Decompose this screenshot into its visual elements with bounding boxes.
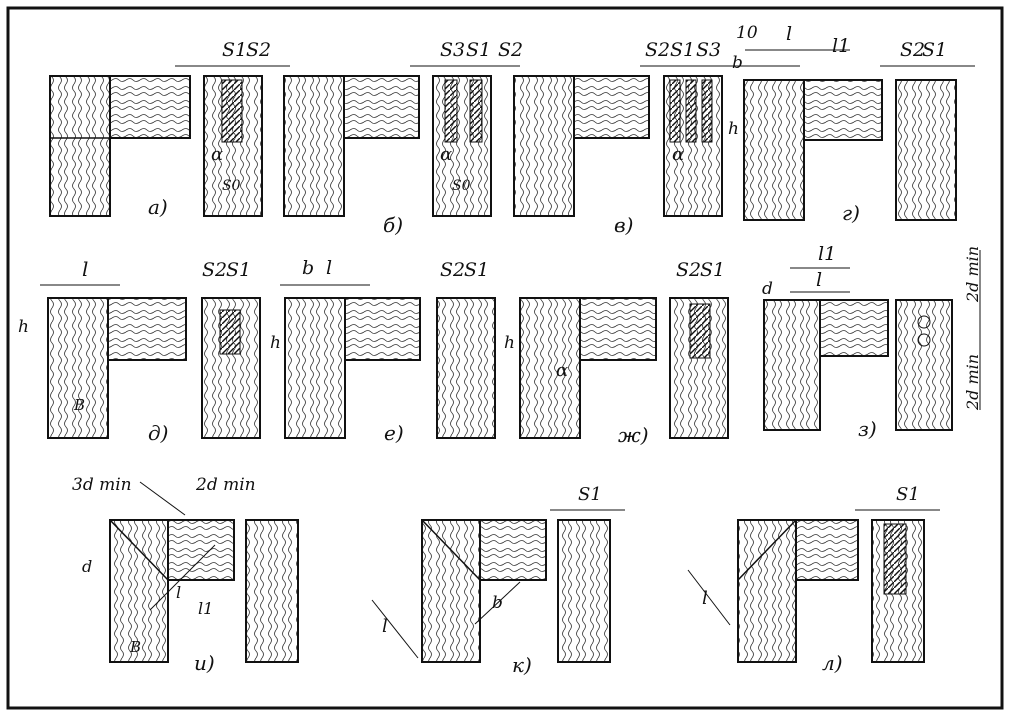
dim-label: 2d min — [963, 354, 982, 411]
dim-label: l — [382, 616, 388, 637]
panel-caption: а) — [148, 195, 168, 219]
panel-caption: к) — [512, 653, 532, 677]
dim-label: S1 — [700, 259, 725, 281]
angle-label: α — [672, 144, 684, 165]
dim-label: l1 — [818, 243, 836, 265]
dim-label: d — [82, 557, 92, 576]
panel-k: S1 l b к) — [371, 484, 625, 677]
dim-label: S2 — [440, 259, 465, 281]
dim-label: d — [762, 279, 773, 299]
dim-label: h — [18, 317, 29, 337]
panel-d: l h S2 S1 B д) — [18, 257, 261, 445]
dim-label: S2 — [498, 39, 523, 61]
panel-caption: л) — [822, 651, 843, 675]
dim-label: S1 — [922, 39, 947, 61]
dim-label: b — [732, 53, 743, 73]
dim-label: S2 — [676, 259, 701, 281]
dim-label: 10 — [736, 23, 758, 43]
dim-label: S2 — [202, 259, 227, 281]
panel-z: l1 l d 2d min 2d min з) — [762, 243, 982, 441]
angle-label: α — [211, 144, 223, 165]
dim-label: S2 — [246, 39, 271, 61]
panel-caption: б) — [383, 213, 403, 237]
dim-label: l — [82, 257, 88, 281]
panel-caption: з) — [858, 417, 877, 441]
dim-label: h — [270, 333, 281, 353]
panel-caption: д) — [148, 421, 168, 445]
dim-label: l — [702, 588, 708, 609]
dim-label: 2d min — [963, 246, 982, 303]
dim-label: b — [302, 257, 314, 279]
dim-label: h — [504, 333, 515, 353]
panel-caption: е) — [384, 421, 404, 445]
dim-label: S3 — [696, 39, 721, 61]
dim-label: l — [816, 269, 822, 291]
dim-label: S1 — [464, 259, 489, 281]
dim-label: l — [326, 257, 332, 279]
dim-label: l — [786, 23, 792, 45]
panel-i: 3d min 2d min d l l1 B и) — [72, 475, 299, 675]
dim-label: S1 — [578, 484, 602, 505]
grain-label: S0 — [222, 178, 241, 194]
angle-label: α — [556, 360, 568, 381]
dim-label: S1 — [670, 39, 695, 61]
dim-label: b — [492, 593, 503, 613]
panel-a: S1 S2 α S0 а) — [49, 39, 290, 219]
panel-l: S1 l л) — [687, 484, 940, 675]
angle-label: α — [440, 144, 452, 165]
dim-label: S1 — [222, 39, 247, 61]
dim-label: S2 — [645, 39, 670, 61]
grain-label: S0 — [452, 178, 471, 194]
dim-label: l1 — [832, 35, 850, 57]
panel-b: S3 S1 S2 α S0 б) — [283, 39, 523, 237]
dim-label: S3 — [440, 39, 465, 61]
figure-border — [6, 6, 1004, 710]
dim-label: S1 — [466, 39, 491, 61]
panel-caption: г) — [842, 201, 860, 225]
dim-label: 3d min — [72, 475, 132, 495]
panel-v: S2 S1 S3 α в) — [513, 39, 735, 237]
dim-label: h — [728, 119, 739, 139]
grain-label: B — [73, 396, 85, 414]
panel-e: b l h S2 S1 е) — [270, 257, 496, 445]
dim-label: S2 — [900, 39, 925, 61]
panel-caption: в) — [614, 213, 633, 237]
dim-label: S1 — [226, 259, 251, 281]
panel-caption: и) — [194, 651, 215, 675]
panel-zh: h S2 S1 α ж) — [504, 259, 729, 447]
panel-caption: ж) — [618, 423, 649, 447]
dim-label: l — [176, 583, 181, 602]
dim-label: 2d min — [195, 475, 256, 495]
dim-label: S1 — [896, 484, 920, 505]
grain-label: B — [129, 638, 141, 656]
panel-g: 10 l l1 b h S2 S1 г) — [728, 23, 975, 225]
dim-label: l1 — [198, 599, 213, 618]
